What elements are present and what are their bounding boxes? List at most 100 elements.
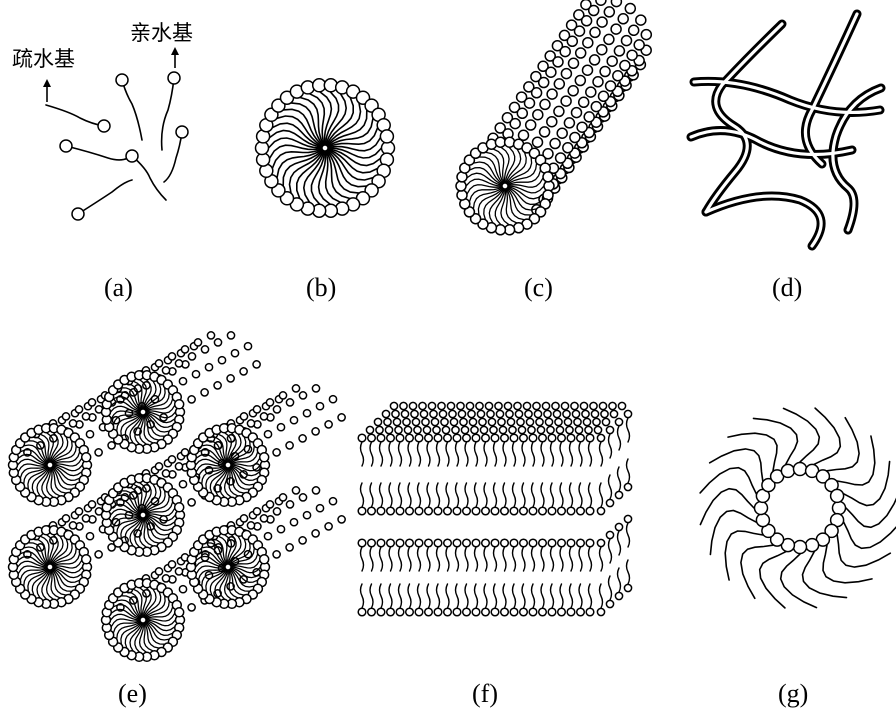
hydrophobic-label: 疏水基 — [12, 47, 75, 71]
hydrophilic-head — [175, 568, 182, 575]
hydrophilic-head — [175, 608, 184, 617]
hydrophobic-tail — [589, 483, 592, 507]
hydrophilic-head — [510, 608, 518, 616]
bilayer-top-surface — [366, 402, 625, 433]
hydrophilic-head — [491, 608, 499, 616]
hydrophilic-head — [404, 426, 411, 433]
hydrophobic-tail — [609, 434, 612, 458]
hydrophobic-tail — [579, 547, 582, 571]
hydrophilic-head — [794, 463, 807, 476]
hydrophobic-tail — [494, 584, 497, 608]
hydrophilic-head — [468, 410, 475, 417]
hydrophilic-head — [545, 418, 552, 425]
hydrophobic-tail — [846, 492, 896, 528]
hydrophobic-tail — [475, 584, 478, 608]
hydrophobic-tail — [46, 105, 104, 126]
hydrophilic-head — [589, 6, 599, 16]
hydrophilic-head — [82, 453, 91, 462]
hydrophobic-tail — [532, 584, 535, 608]
hydrophilic-head — [636, 15, 646, 25]
hydrophilic-head — [555, 418, 562, 425]
hydrophilic-head — [624, 410, 631, 417]
micelle-cross-section — [456, 137, 554, 235]
hydrophilic-head — [325, 421, 332, 428]
hydrophobic-tail — [570, 584, 573, 608]
hydrophilic-head — [611, 0, 621, 7]
hydrophilic-head — [471, 426, 478, 433]
hydrophilic-head — [188, 396, 195, 403]
hydrophilic-head — [377, 507, 385, 515]
hydrophilic-head — [444, 608, 452, 616]
hydrophilic-head — [501, 507, 509, 515]
hydrophobic-tail — [408, 442, 411, 466]
hydrophilic-head — [299, 494, 306, 501]
micelle-core — [322, 145, 328, 151]
hydrophilic-head — [286, 442, 293, 449]
hydrophilic-head — [520, 434, 528, 442]
hydrophilic-head — [273, 406, 280, 413]
hydrophobic-tail — [361, 442, 364, 466]
hydrophilic-head — [214, 382, 221, 389]
hydrophobic-tail — [437, 442, 440, 466]
hydrophobic-tail — [513, 442, 516, 466]
hydrophilic-head — [201, 389, 208, 396]
hydrophilic-head — [253, 406, 260, 413]
hydrophilic-head — [533, 110, 543, 120]
hydrophilic-head — [575, 26, 585, 36]
hydrophilic-head — [529, 539, 537, 547]
hydrophilic-head — [201, 346, 208, 353]
hydrophobic-tail — [618, 426, 621, 450]
hydrophilic-head — [108, 442, 115, 449]
hydrophobic-tail — [380, 483, 383, 507]
hydrophilic-head — [548, 434, 556, 442]
hydrophilic-head — [627, 50, 637, 60]
micelle-core — [140, 617, 146, 623]
hydrophilic-head — [479, 418, 486, 425]
hydrophilic-head — [529, 434, 537, 442]
hydrophilic-head — [539, 434, 547, 442]
hydrophilic-head — [303, 512, 310, 519]
hydrophilic-label: 亲水基 — [130, 21, 193, 45]
hydrophilic-head — [525, 98, 535, 108]
hydrophilic-head — [188, 353, 195, 360]
hydrophilic-head — [175, 400, 184, 409]
hydrophilic-head — [428, 402, 435, 409]
hydrophilic-head — [509, 426, 516, 433]
hydrophilic-head — [518, 426, 525, 433]
hydrophilic-head — [514, 402, 521, 409]
hydrophilic-head — [529, 608, 537, 616]
hydrophobic-tail — [380, 584, 383, 608]
hydrophobic-tail — [370, 442, 373, 466]
hydrophilic-head — [561, 96, 571, 106]
bilayer-side — [597, 410, 631, 514]
hydrophilic-head — [415, 507, 423, 515]
hydrophobic-tail — [551, 547, 554, 571]
hydrophilic-head — [506, 410, 513, 417]
hydrophobic-tail — [408, 584, 411, 608]
hydrophobic-tail — [560, 442, 563, 466]
hydrophilic-head — [227, 332, 234, 339]
hydrophilic-head — [415, 608, 423, 616]
micelle-core — [140, 409, 146, 415]
hydrophilic-head — [591, 102, 601, 112]
hydrophilic-head — [453, 539, 461, 547]
hydrophilic-head — [547, 89, 557, 99]
hydrophobic-tail — [370, 483, 373, 507]
hydrophilic-head — [338, 516, 345, 523]
hydrophilic-head — [537, 426, 544, 433]
hydrophilic-head — [86, 431, 93, 438]
hydrophilic-head — [634, 40, 644, 50]
hydrophilic-head — [368, 608, 376, 616]
hydrophilic-head — [116, 74, 128, 86]
caption-f: (f) — [472, 679, 498, 708]
hydrophobic-tail — [418, 483, 421, 507]
hydrophilic-head — [425, 507, 433, 515]
hydrophilic-head — [384, 418, 391, 425]
hydrophilic-head — [98, 120, 110, 132]
hydrophobic-tail — [551, 584, 554, 608]
hydrophobic-tail — [522, 483, 525, 507]
hydrophobic-tail — [551, 442, 554, 466]
panel-b-spherical-micelle — [256, 79, 395, 217]
hydrophobic-tail — [484, 442, 487, 466]
